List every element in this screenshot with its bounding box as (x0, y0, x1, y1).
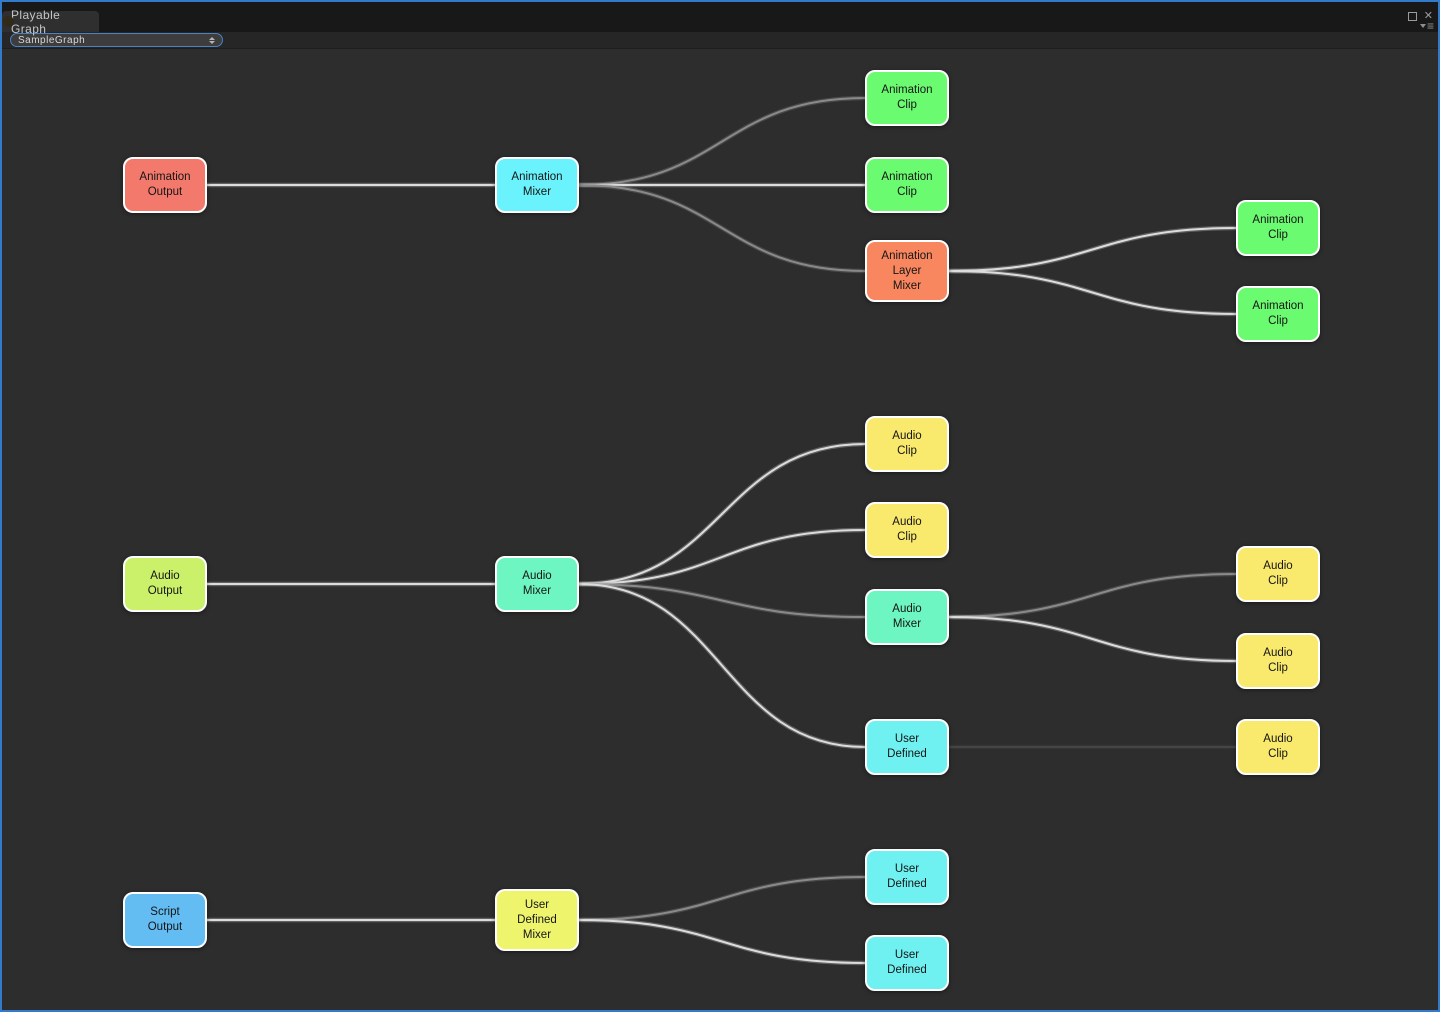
graph-edge-animation-layer-mixer-to-animation-clip-3 (948, 227, 1237, 272)
pane-menu-icon[interactable]: ≡ (1419, 19, 1434, 33)
node-audio-mixer-1[interactable]: Audio Mixer (495, 556, 579, 612)
node-animation-clip-3[interactable]: Animation Clip (1236, 200, 1320, 256)
hamburger-icon: ≡ (1426, 19, 1434, 33)
graph-edge-animation-mixer-to-animation-clip-1 (578, 97, 866, 186)
node-script-output[interactable]: Script Output (123, 892, 207, 948)
graph-edge-animation-layer-mixer-to-animation-clip-4 (948, 270, 1237, 315)
node-audio-mixer-2[interactable]: Audio Mixer (865, 589, 949, 645)
close-icon[interactable]: ✕ (1423, 10, 1433, 22)
graph-edge-audio-mixer-2-to-audio-clip-4 (948, 616, 1237, 662)
graph-edge-animation-mixer-to-animation-layer-mixer (578, 184, 866, 272)
node-audio-clip-2[interactable]: Audio Clip (865, 502, 949, 558)
titlebar: Playable Graph ✕ ≡ (2, 2, 1438, 36)
window-dot-icon (3, 16, 14, 27)
node-audio-clip-5[interactable]: Audio Clip (1236, 719, 1320, 775)
graph-edge-audio-mixer-1-to-audio-clip-1 (578, 443, 866, 585)
graph-edge-audio-mixer-1-to-user-defined-1 (578, 583, 866, 748)
node-animation-clip-2[interactable]: Animation Clip (865, 157, 949, 213)
node-audio-clip-4[interactable]: Audio Clip (1236, 633, 1320, 689)
graph-edge-user-defined-mixer-to-user-defined-2 (578, 876, 866, 921)
chevron-down-icon (1419, 24, 1426, 28)
tab-playable-graph[interactable]: Playable Graph (2, 8, 99, 36)
dropdown-updown-icon (209, 36, 215, 44)
node-user-defined-3[interactable]: User Defined (865, 935, 949, 991)
graph-edge-user-defined-mixer-to-user-defined-3 (578, 919, 866, 964)
graph-edge-audio-mixer-2-to-audio-clip-3 (948, 573, 1237, 618)
node-user-defined-mixer[interactable]: User Defined Mixer (495, 889, 579, 951)
node-animation-clip-4[interactable]: Animation Clip (1236, 286, 1320, 342)
tab-title: Playable Graph (11, 7, 61, 36)
graph-selector-value: SampleGraph (18, 34, 86, 46)
toolbar: SampleGraph (2, 32, 1438, 49)
graph-selector-dropdown[interactable]: SampleGraph (10, 33, 223, 47)
graph-edge-audio-mixer-1-to-audio-mixer-2 (578, 583, 866, 618)
node-audio-clip-3[interactable]: Audio Clip (1236, 546, 1320, 602)
window-controls: ✕ (1407, 10, 1433, 22)
node-audio-clip-1[interactable]: Audio Clip (865, 416, 949, 472)
node-user-defined-1[interactable]: User Defined (865, 719, 949, 775)
node-animation-layer-mixer[interactable]: Animation Layer Mixer (865, 240, 949, 302)
graph-edge-audio-mixer-1-to-audio-clip-2 (578, 529, 866, 585)
maximize-icon[interactable] (1407, 11, 1417, 21)
node-animation-mixer[interactable]: Animation Mixer (495, 157, 579, 213)
node-audio-output[interactable]: Audio Output (123, 556, 207, 612)
node-user-defined-2[interactable]: User Defined (865, 849, 949, 905)
node-animation-clip-1[interactable]: Animation Clip (865, 70, 949, 126)
node-animation-output[interactable]: Animation Output (123, 157, 207, 213)
